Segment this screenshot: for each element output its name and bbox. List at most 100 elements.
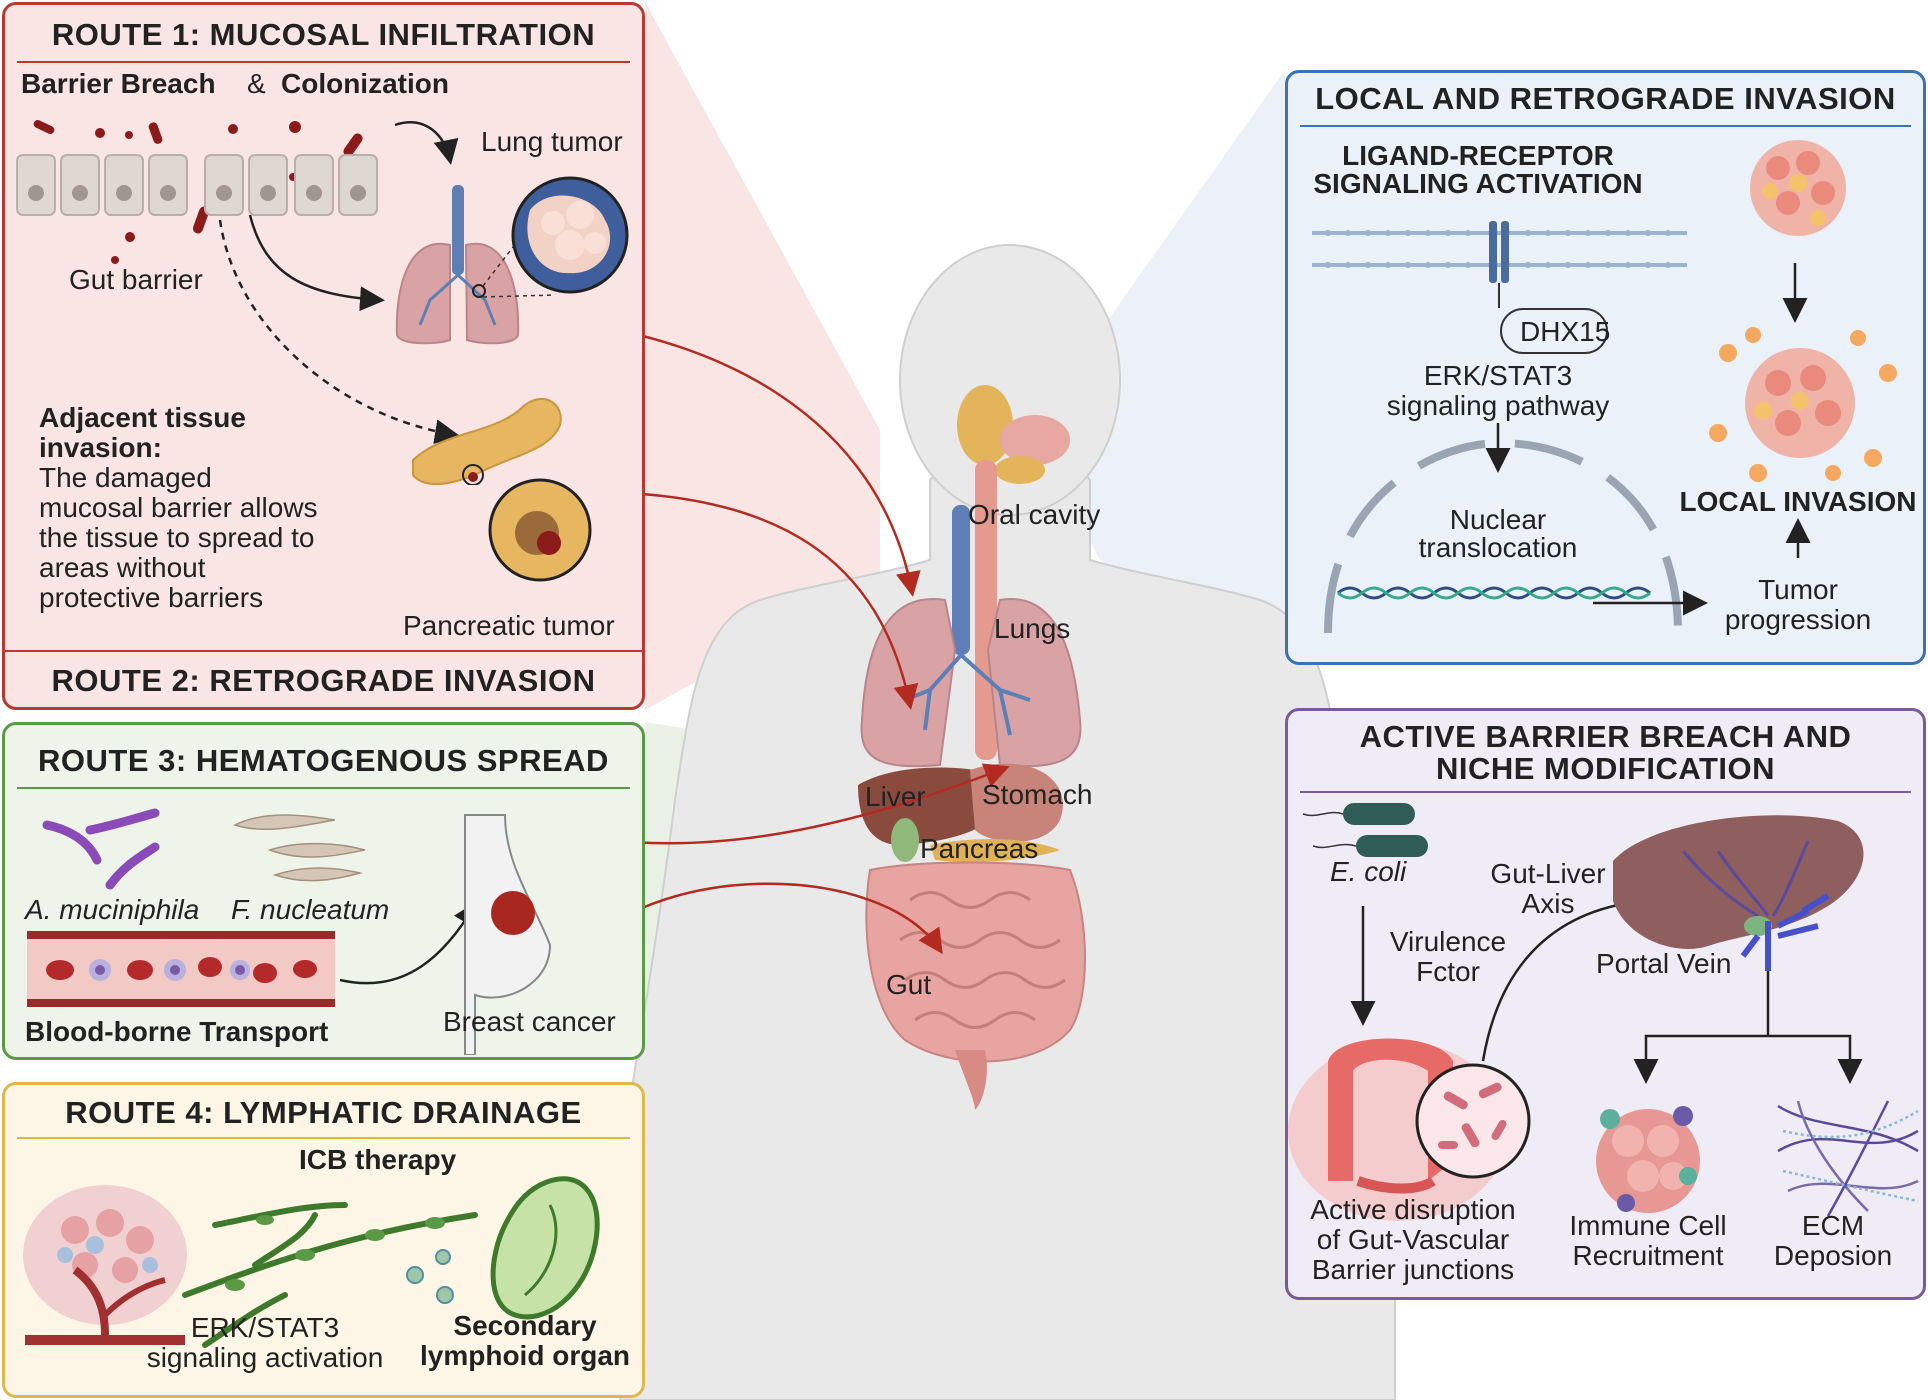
dna-icon (1337, 586, 1651, 600)
ecoli-label: E. coli (1330, 856, 1407, 887)
disruption-line2: of Gut-Vascular (1316, 1224, 1510, 1255)
epithelial-cells (16, 154, 378, 216)
gut-barrier-label: Gut barrier (69, 264, 203, 295)
secondary-lymphoid-line1: Secondary (453, 1310, 597, 1341)
local-invasion-panel: LOCAL AND RETROGRADE INVASION LIGAND-REC… (1285, 70, 1926, 665)
disruption-line1: Active disruption (1310, 1194, 1516, 1225)
local-invasion-title: LOCAL AND RETROGRADE INVASION (1315, 81, 1896, 116)
organs (858, 385, 1086, 1110)
gut-barrier-illustration (16, 120, 629, 485)
lungs-label: Lungs (994, 613, 1071, 644)
local-invasion-label: LOCAL INVASION (1679, 486, 1917, 517)
erk-stat3-route4-line1: ERK/STAT3 (190, 1312, 340, 1343)
f-nucleatum-label: F. nucleatum (231, 894, 390, 925)
disruption-line3: Barrier junctions (1311, 1254, 1515, 1285)
ecm-icon (1777, 1100, 1919, 1217)
route2-title: ROUTE 2: RETROGRADE INVASION (51, 663, 596, 698)
route1-title: ROUTE 1: MUCOSAL INFILTRATION (51, 17, 596, 52)
breast-icon (464, 814, 552, 1055)
route4-panel: ROUTE 4: LYMPHATIC DRAINAGE ICB therapy (2, 1082, 645, 1398)
bacteria-magnifier-icon (1415, 1063, 1531, 1179)
portal-vein-label: Portal Vein (1596, 948, 1732, 979)
lymphatic-illustration (23, 1176, 600, 1348)
secondary-lymphoid-line2: lymphoid organ (420, 1340, 630, 1371)
blood-borne-label: Blood-borne Transport (25, 1016, 329, 1047)
liver-label: Liver (865, 781, 926, 812)
niche-illustration (1288, 803, 1919, 1221)
dhx15-label: DHX15 (1520, 316, 1611, 347)
oral-cavity-label: Oral cavity (968, 499, 1101, 530)
route3-title: ROUTE 3: HEMATOGENOUS SPREAD (38, 743, 609, 778)
lung-tumor-circle-icon (511, 176, 629, 294)
icb-therapy-label: ICB therapy (299, 1144, 457, 1175)
liver-icon (1613, 815, 1864, 949)
route1-panel: ROUTE 1: MUCOSAL INFILTRATION Barrier Br… (2, 2, 645, 710)
a-muciniphila-label: A. muciniphila (25, 894, 200, 925)
ampersand-label: & (247, 68, 266, 99)
local-title-divider (1300, 125, 1911, 127)
active-barrier-title-2: NICHE MODIFICATION (1435, 751, 1776, 786)
gut-liver-axis-line2: Axis (1521, 888, 1575, 919)
nucleus-arc (1324, 438, 1682, 634)
ligand-receptor-line1: LIGAND-RECEPTOR (1342, 140, 1614, 171)
route2-divider (5, 650, 642, 652)
breast-cancer-label: Breast cancer (443, 1006, 616, 1037)
ligand-receptor-line2: SIGNALING ACTIVATION (1313, 168, 1643, 199)
ecm-deposition-line1: ECM (1801, 1210, 1865, 1241)
pancreatic-tumor-magnifier (488, 478, 592, 582)
portal-vein-icon (1740, 893, 1830, 971)
blood-vessel-icon (27, 931, 335, 1007)
erk-stat3-local-line1: ERK/STAT3 (1423, 360, 1573, 391)
immune-cell-icon (406, 1249, 454, 1304)
lymphoid-organ-icon (490, 1176, 600, 1320)
immune-cell-recruitment-line1: Immune Cell (1569, 1210, 1727, 1241)
tumor-icon (23, 1185, 187, 1345)
receptor-icon (1489, 221, 1509, 308)
stomach-label: Stomach (982, 779, 1093, 810)
nuclear-translocation-line1: Nuclear (1449, 504, 1547, 535)
virulence-factor-line1: Virulence (1389, 926, 1507, 957)
route1-title-divider (17, 61, 630, 63)
dhx15-box (1500, 308, 1608, 354)
erk-stat3-route4-line2: signaling activation (146, 1342, 384, 1373)
adjacent-tissue-line-1: The damaged (39, 462, 212, 493)
lung-icon (395, 185, 520, 345)
pancreas-label: Pancreas (920, 833, 1039, 864)
adjacent-tissue-title-2: invasion: (39, 432, 162, 463)
adjacent-tissue-line-4: areas without (39, 552, 206, 583)
virulence-factor-line2: Fctor (1416, 956, 1480, 987)
pancreatic-tumor-label: Pancreatic tumor (403, 610, 615, 641)
active-title-divider (1300, 791, 1911, 793)
nuclear-translocation-line2: translocation (1418, 532, 1578, 563)
route4-title-divider (17, 1137, 630, 1139)
active-barrier-title-1: ACTIVE BARRIER BREACH AND (1359, 719, 1852, 754)
ecm-deposition-line2: Deposion (1773, 1240, 1893, 1271)
route4-title: ROUTE 4: LYMPHATIC DRAINAGE (65, 1095, 582, 1130)
colonization-label: Colonization (281, 68, 449, 99)
barrier-breach-label: Barrier Breach (21, 68, 216, 99)
gut-liver-axis-line1: Gut-Liver (1490, 858, 1606, 889)
immune-cell-cluster-icon (1596, 1106, 1700, 1213)
pancreas-icon (412, 398, 562, 485)
tumor-progression-line2: progression (1724, 604, 1872, 635)
tumor-cluster-icon (1750, 140, 1846, 236)
route3-panel: ROUTE 3: HEMATOGENOUS SPREAD (2, 722, 645, 1060)
immune-cell-recruitment-line2: Recruitment (1572, 1240, 1724, 1271)
adjacent-tissue-line-5: protective barriers (39, 582, 264, 613)
f-nucleatum-icon (233, 814, 366, 882)
adjacent-tissue-line-2: mucosal barrier allows (39, 492, 318, 523)
funnel-route1 (645, 2, 880, 710)
lung-tumor-label: Lung tumor (481, 126, 623, 157)
funnel-local (1030, 70, 1285, 665)
adjacent-tissue-title-1: Adjacent tissue (39, 402, 246, 433)
erk-stat3-local-line2: signaling pathway (1386, 390, 1610, 421)
route3-title-divider (17, 787, 630, 789)
gut-label: Gut (886, 969, 932, 1000)
a-muciniphila-icon (42, 808, 160, 890)
invading-tumor-icon (1709, 327, 1897, 482)
ecoli-icon (1302, 803, 1428, 857)
signaling-illustration (1312, 140, 1897, 634)
hematogenous-illustration (27, 808, 552, 1055)
cell-membrane-icon (1312, 230, 1687, 268)
